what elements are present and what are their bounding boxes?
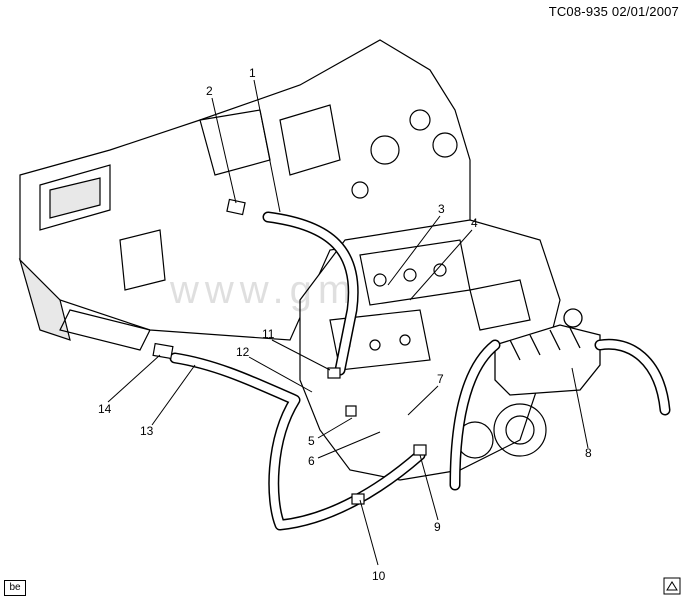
callout-labels: 1 2 3 4 5 6 7 8 9 10 11 12 13 14 [98, 66, 592, 583]
callout-5: 5 [308, 434, 315, 448]
callout-11: 11 [262, 327, 275, 341]
corner-tag: be [4, 580, 26, 596]
callout-2: 2 [206, 84, 213, 98]
callout-3: 3 [438, 202, 445, 216]
callout-14: 14 [98, 402, 112, 416]
dash-panel [18, 39, 471, 351]
callout-1: 1 [249, 66, 256, 80]
callout-10: 10 [372, 569, 386, 583]
engine-block [299, 219, 561, 481]
callout-12: 12 [236, 345, 250, 359]
leader-lines [107, 79, 589, 566]
callout-9: 9 [434, 520, 441, 534]
recycle-logo [663, 577, 681, 595]
callout-4: 4 [471, 216, 478, 230]
callout-7: 7 [437, 372, 444, 386]
watermark: www.gm [170, 268, 358, 312]
callout-8: 8 [585, 446, 592, 460]
callout-13: 13 [140, 424, 154, 438]
callout-6: 6 [308, 454, 315, 468]
hose-fittings [152, 198, 427, 505]
reference-code: TC08-935 02/01/2007 [548, 4, 679, 19]
